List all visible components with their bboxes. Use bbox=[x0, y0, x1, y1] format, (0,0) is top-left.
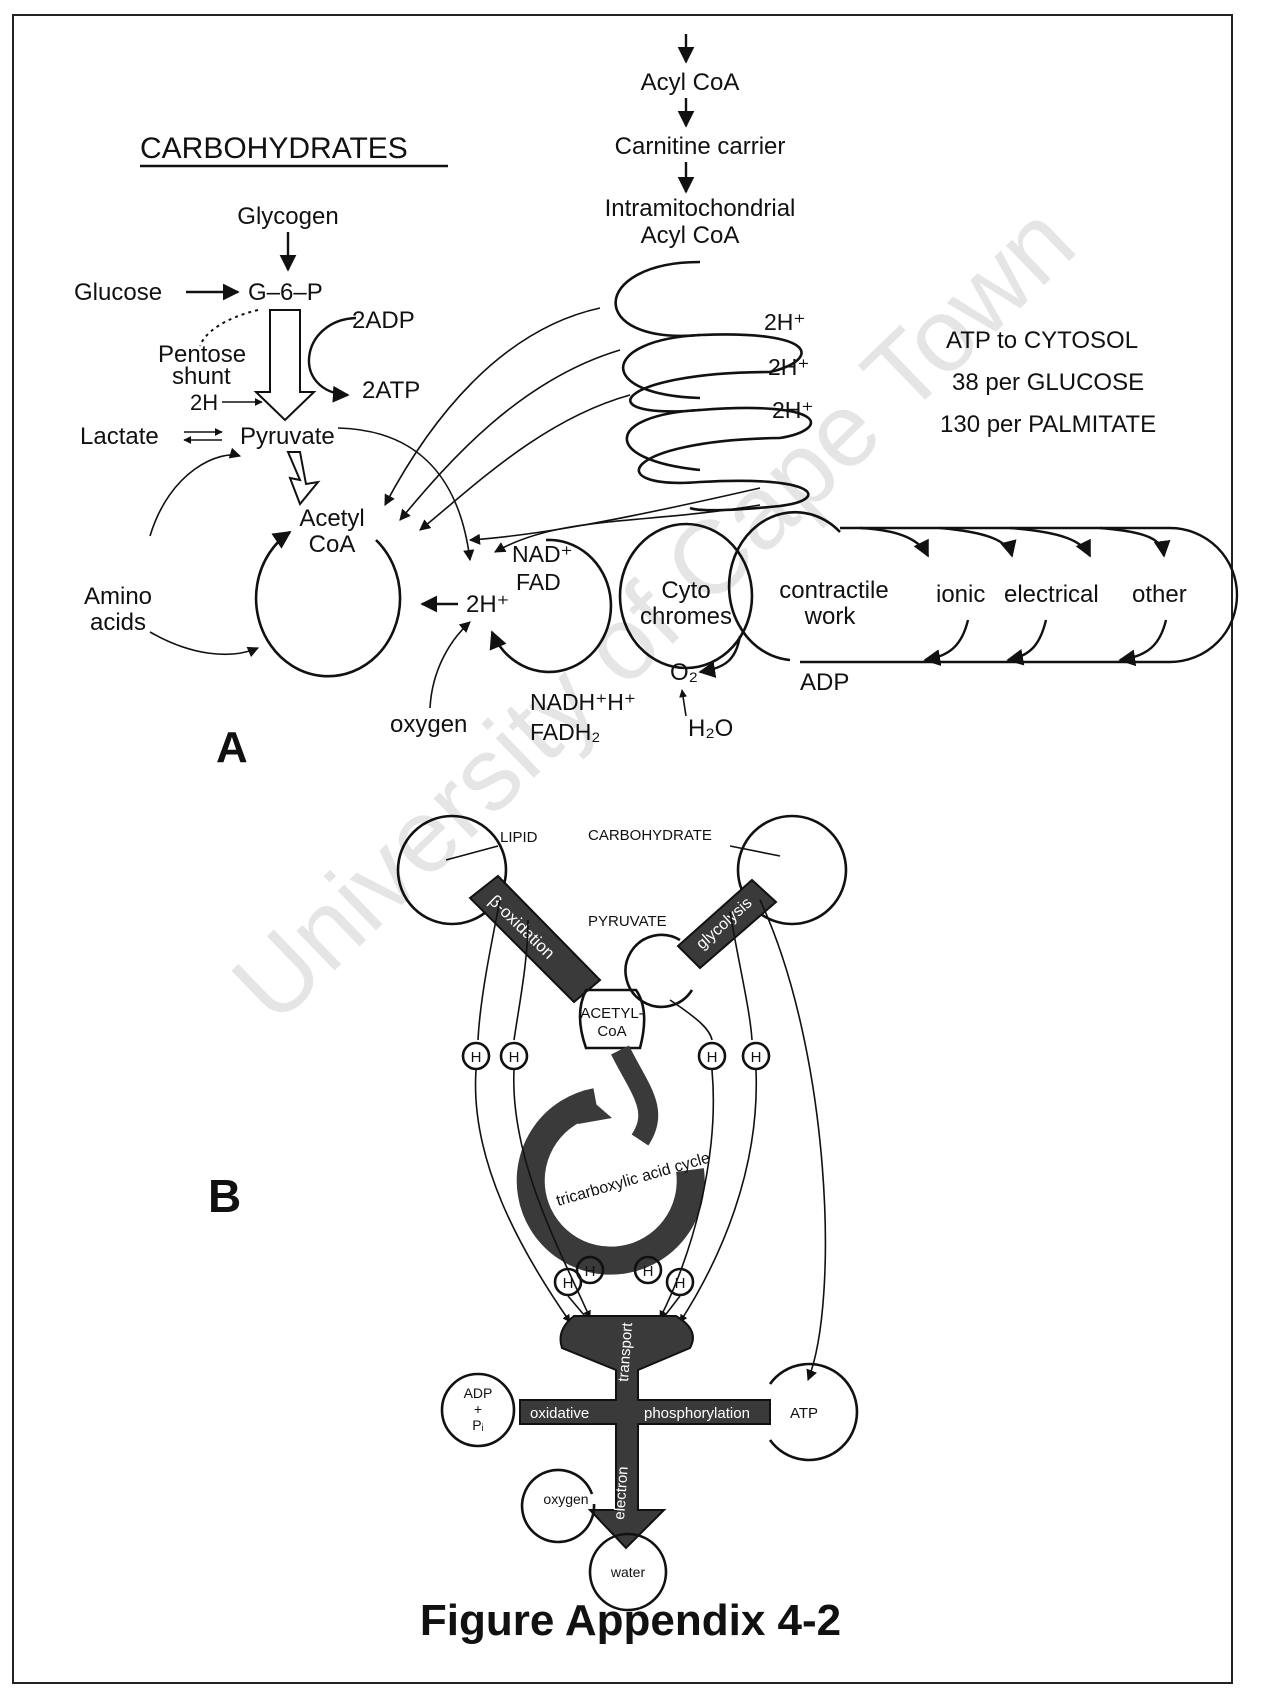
other-label: other bbox=[1132, 581, 1187, 608]
arrow-other-to-adp bbox=[1120, 620, 1166, 660]
electron-transport-cross bbox=[520, 1316, 770, 1548]
2atp-label: 2ATP bbox=[362, 377, 420, 404]
carb-to-atp-arrow bbox=[760, 900, 825, 1380]
acetyl-b-label: ACETYL- bbox=[580, 1005, 643, 1022]
figure-caption: Figure Appendix 4-2 bbox=[0, 1596, 1261, 1646]
coa-b-label: CoA bbox=[597, 1023, 626, 1040]
carbohydrates-title: CARBOHYDRATES bbox=[140, 132, 408, 165]
plus-label: + bbox=[474, 1401, 482, 1417]
panel-a-label: A bbox=[216, 723, 248, 772]
arrow-oxygen-up bbox=[430, 622, 470, 708]
h-label-2: H bbox=[509, 1049, 520, 1066]
acetyl-label: Acetyl bbox=[299, 505, 364, 532]
intramitochondrial-label: Intramitochondrial bbox=[605, 195, 796, 222]
adp-to-atp-curve bbox=[309, 318, 356, 395]
fad-label: FAD bbox=[516, 569, 561, 595]
carbohydrate-label: CARBOHYDRATE bbox=[588, 827, 712, 844]
arrow-ionic-to-adp bbox=[925, 620, 968, 660]
h-label-3: H bbox=[707, 1049, 718, 1066]
water-label: water bbox=[610, 1564, 646, 1580]
carbohydrate-leader-line bbox=[730, 846, 780, 856]
coa-label: CoA bbox=[309, 531, 356, 558]
g6p-label: G–6–P bbox=[248, 279, 323, 306]
arrow-to-contractile bbox=[860, 528, 928, 556]
arrow-to-ionic bbox=[940, 528, 1012, 556]
arrow-h2o-to-o2 bbox=[682, 690, 686, 716]
lactate-label: Lactate bbox=[80, 423, 159, 450]
adp-b-label: ADP bbox=[464, 1385, 493, 1401]
acids-label: acids bbox=[90, 609, 146, 636]
2h-label: 2H bbox=[190, 390, 218, 415]
arrow-spiral-to-acetyl-2 bbox=[400, 350, 620, 520]
carnitine-carrier-label: Carnitine carrier bbox=[615, 133, 786, 160]
h2o-label: H₂O bbox=[688, 715, 733, 742]
h-label-6: H bbox=[585, 1263, 596, 1280]
amino-label: Amino bbox=[84, 583, 152, 610]
arrow-amino-to-pyruvate bbox=[150, 455, 240, 536]
h-label-4: H bbox=[751, 1049, 762, 1066]
atp-per-palmitate-label: 130 per PALMITATE bbox=[940, 411, 1156, 438]
pyruvate-label: Pyruvate bbox=[240, 423, 335, 450]
acetyl-to-cycle-band bbox=[620, 1050, 648, 1140]
nad-label: NAD⁺ bbox=[512, 541, 573, 567]
contractile-label: contractile bbox=[779, 577, 888, 604]
2h-plus-label: 2H⁺ bbox=[466, 591, 509, 618]
h-label-1: H bbox=[471, 1049, 482, 1066]
pyruvate-to-acetyl-hollow-arrow bbox=[288, 452, 318, 504]
electrical-label: electrical bbox=[1004, 581, 1099, 608]
shunt-label: shunt bbox=[172, 363, 231, 390]
arrow-to-other bbox=[1100, 528, 1164, 556]
glycogen-label: Glycogen bbox=[237, 203, 338, 230]
pyruvate-b-label: PYRUVATE bbox=[588, 913, 667, 930]
pyruvate-h-line bbox=[670, 1000, 712, 1040]
arrow-electrical-to-adp bbox=[1008, 620, 1046, 660]
adp-label: ADP bbox=[800, 669, 849, 696]
phosphorylation-label: phosphorylation bbox=[644, 1405, 750, 1422]
oxygen-b-label: oxygen bbox=[543, 1491, 588, 1507]
intramitochondrial-acyl-coa-label: Acyl CoA bbox=[641, 222, 740, 249]
spiral-2h-plus-2: 2H⁺ bbox=[768, 354, 810, 380]
pi-label: Pᵢ bbox=[472, 1417, 484, 1433]
arrow-to-electrical bbox=[1010, 528, 1090, 556]
arrow-pyruvate-to-2h bbox=[338, 428, 470, 560]
2adp-label: 2ADP bbox=[352, 307, 415, 334]
acyl-coa-label: Acyl CoA bbox=[641, 69, 740, 96]
ionic-label: ionic bbox=[936, 581, 985, 608]
h-label-7: H bbox=[643, 1263, 654, 1280]
spiral-2h-plus-1: 2H⁺ bbox=[764, 309, 806, 335]
glucose-label: Glucose bbox=[74, 279, 162, 306]
panel-b-label: B bbox=[208, 1170, 241, 1222]
oxidative-label: oxidative bbox=[530, 1405, 589, 1422]
glycolysis-hollow-arrow bbox=[256, 310, 314, 420]
arrow-spiral-to-acetyl-1 bbox=[385, 308, 600, 505]
arrow-amino-to-cycle bbox=[150, 632, 258, 654]
work-label: work bbox=[804, 603, 857, 630]
atp-b-label: ATP bbox=[790, 1405, 818, 1422]
